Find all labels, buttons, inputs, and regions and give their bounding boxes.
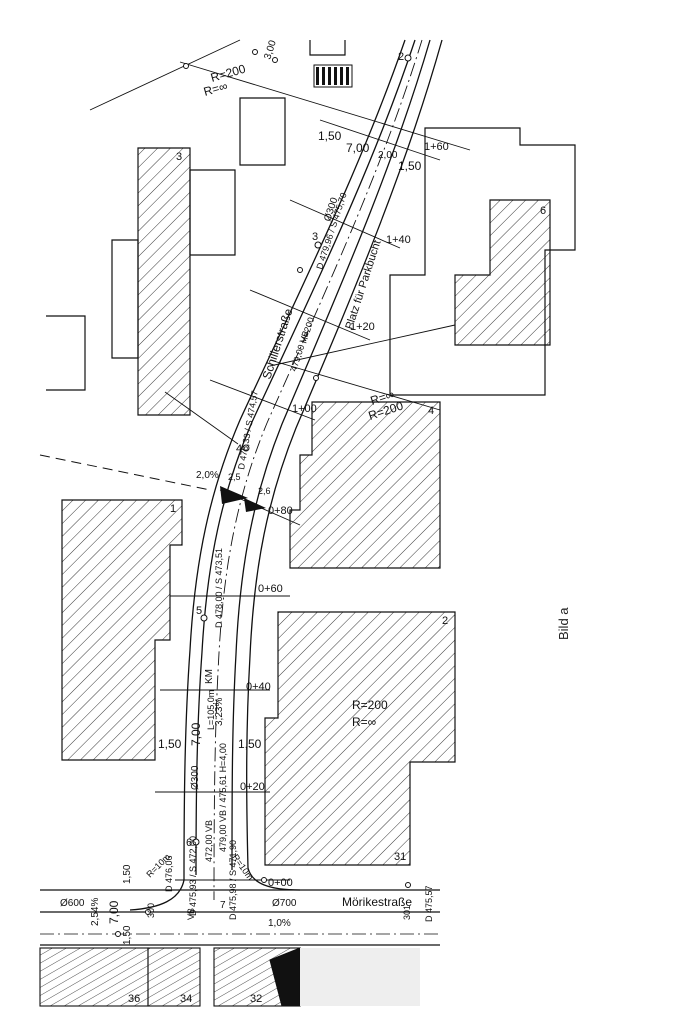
parcel-number: 32: [250, 993, 262, 1005]
outline-buildings: [46, 40, 576, 396]
h-label: H=200: [298, 316, 316, 345]
elevation-label: D 475,57: [424, 885, 434, 922]
station-label: 0+20: [240, 781, 265, 793]
manhole-2: [404, 54, 412, 62]
manhole-number: 5: [196, 605, 202, 617]
station-label: 0+00: [268, 877, 293, 889]
manhole-6: [192, 838, 200, 846]
elevation-label: D 478,33 / S 474,57: [236, 390, 260, 471]
station-label: 0+40: [246, 681, 271, 693]
building-6: [454, 199, 551, 346]
dim-sidewalk: 1,50: [158, 737, 182, 751]
building-3: [137, 147, 191, 416]
vb-label: VB: [186, 908, 196, 920]
dim-road: 7,00: [189, 722, 203, 746]
dim-road: 7,00: [346, 141, 370, 155]
road-edge-left-inner: [195, 39, 416, 876]
grade-label: 2,6: [258, 486, 271, 496]
parcel-number: 36: [128, 993, 140, 1005]
building-2: [264, 611, 456, 866]
pipe-number: 300: [146, 903, 156, 918]
elevation-label: D 478,00 / S 473,51: [214, 548, 224, 628]
manhole-number: 3: [312, 231, 318, 243]
outline-building-top: [239, 97, 286, 166]
elevation-label: D 475,93 / S 472,00: [188, 836, 198, 916]
vb-label: 472,00 VB: [204, 820, 214, 862]
bottom-parcels: [39, 947, 420, 1007]
parcel-number: 6: [540, 205, 546, 217]
station-label: 1+00: [292, 403, 317, 415]
parcel-number: 34: [180, 993, 192, 1005]
parcel-number: 1: [170, 503, 176, 515]
building-1: [61, 499, 183, 761]
pipe-label: Ø300: [190, 765, 201, 790]
parcel-number: 2: [442, 615, 448, 627]
figure-caption: Bild a: [556, 607, 571, 640]
outline-top-frame: [309, 40, 346, 56]
dim-sidewalk: 1,50: [122, 864, 133, 884]
dim-sidewalk: 2,00: [378, 150, 398, 161]
radius-label: R=∞: [202, 79, 229, 99]
dim-sidewalk: 1,50: [122, 925, 133, 945]
vertical-curve-label: L=105,0m: [206, 690, 216, 730]
road-edge-left-outer: [183, 39, 406, 881]
elevation-label: D 476,06: [164, 855, 174, 892]
station-label: 1+20: [350, 321, 375, 333]
slope-label: 2,54%: [90, 898, 101, 926]
station-label: 1+40: [386, 234, 411, 246]
road-edge-right-inner: [231, 39, 431, 871]
road-edge-right-outer: [246, 39, 443, 869]
manhole-5: [200, 614, 208, 622]
street-name-cross: Mörikestraße: [342, 895, 412, 909]
manhole-number: 6: [186, 837, 192, 849]
manholes: [115, 49, 412, 937]
outline-building-left: [46, 315, 86, 391]
station-label: 0+80: [268, 505, 293, 517]
grade-label: 2,5: [228, 472, 241, 482]
grade-label: 2,0%: [196, 470, 219, 481]
leader-radius: [269, 359, 441, 411]
manhole-3: [314, 241, 322, 249]
radius-label: R=200: [352, 698, 388, 712]
dim-sidewalk: 1,50: [318, 129, 342, 143]
curb-return-left: [129, 879, 185, 911]
manhole-4: [242, 444, 250, 452]
parcel-number: 31: [394, 851, 406, 863]
parcel-number: 3: [176, 151, 182, 163]
pipe-label: Ø700: [272, 898, 297, 909]
manhole-number: 2: [398, 51, 404, 63]
dim-road: 7,00: [107, 900, 121, 924]
parcel-number: 4: [428, 405, 434, 417]
station-label: 0+60: [258, 583, 283, 595]
h-values-label: 479,00 VB / 475,61 H=4,00: [218, 743, 228, 852]
building-4: [289, 401, 441, 569]
pipe-label: Ø600: [60, 898, 85, 909]
grade-markers: [220, 64, 353, 512]
leader-4: [164, 391, 239, 445]
radius-label: R=∞: [352, 715, 376, 729]
dim-sidewalk: 1,50: [238, 737, 262, 751]
km-label: KM: [204, 669, 215, 684]
slope-label: 1,0%: [268, 918, 291, 929]
cross-street: [40, 889, 440, 946]
leader-dashed: [39, 454, 211, 491]
manhole-number: 4: [236, 443, 242, 455]
parking-note: Platz für Parkbucht: [343, 239, 383, 331]
outline-building-right: [389, 127, 576, 396]
elevation-label: D 475,98 / S 471,90: [228, 840, 238, 920]
station-label: 1+60: [424, 141, 449, 153]
station-lines: [89, 39, 471, 881]
manhole-number: 7: [220, 900, 226, 911]
leader-parking: [269, 324, 456, 367]
buildings: [61, 147, 551, 866]
dim-sidewalk: 1,50: [398, 159, 422, 173]
pipe-number: 301: [402, 905, 412, 920]
outline-building-mid: [111, 169, 236, 359]
slope-label: 3,23%: [214, 698, 225, 726]
